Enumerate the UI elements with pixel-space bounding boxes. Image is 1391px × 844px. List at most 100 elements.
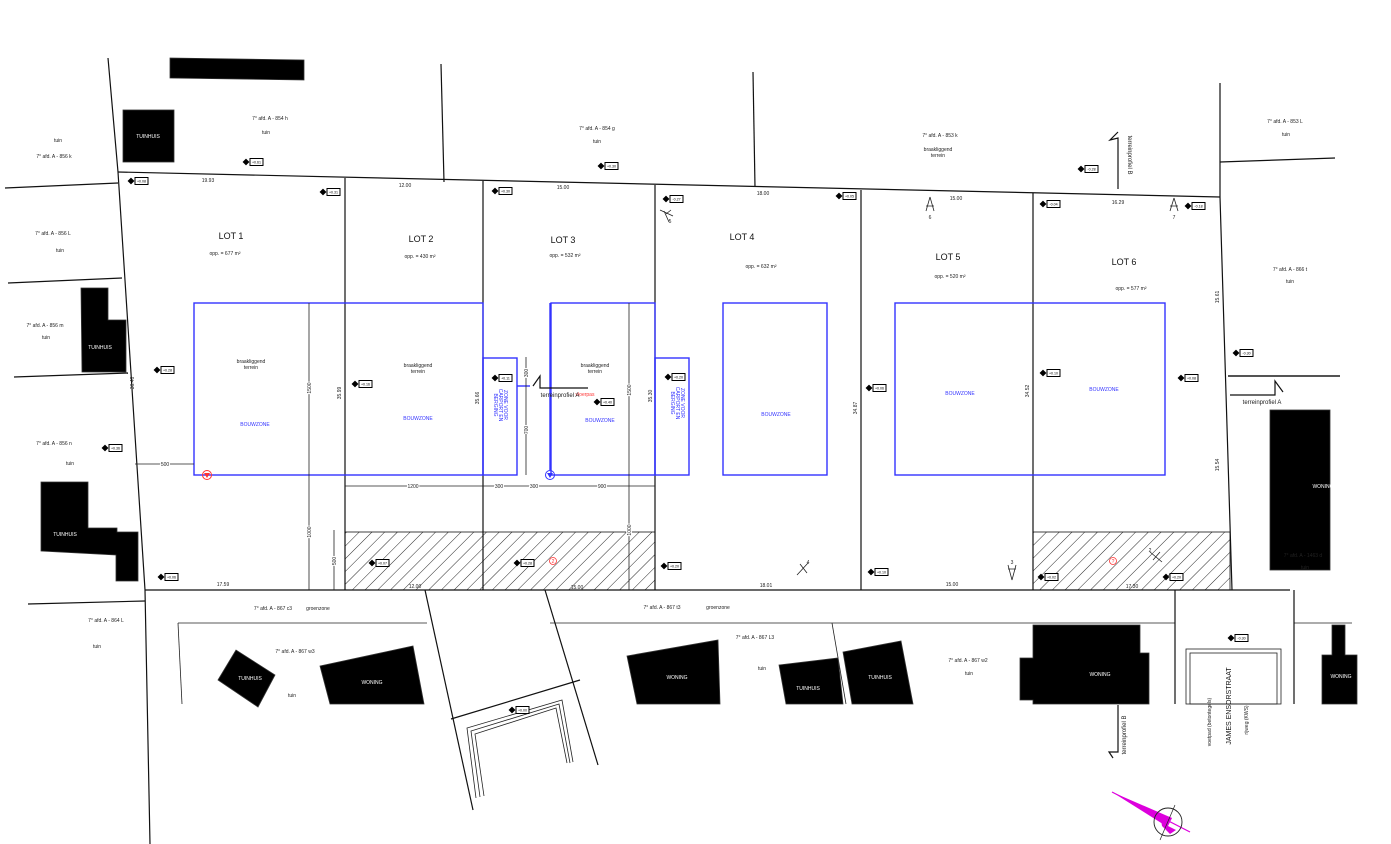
dim: 1500 — [307, 382, 313, 393]
level-value: +0.10 — [1049, 371, 1058, 375]
view-arrow-icon — [659, 209, 674, 223]
survey-point-icon — [368, 559, 376, 567]
land-use: terrein — [931, 153, 945, 159]
carport-zone-label: ZONE VOOR — [679, 388, 685, 418]
building-label: WONING — [1330, 674, 1351, 680]
survey-point-icon — [597, 162, 605, 170]
land-use: tuin — [1282, 132, 1290, 138]
land-use: braakliggend — [924, 147, 953, 153]
level-marker: +0.61 — [242, 158, 264, 166]
level-value: +0.31 — [329, 190, 338, 194]
level-marker: +0.05 — [835, 192, 857, 200]
survey-point-icon — [1039, 200, 1047, 208]
level-marker: +0.30 — [597, 162, 619, 170]
survey-point-icon — [1177, 374, 1185, 382]
svg-text:2: 2 — [552, 559, 555, 565]
level-marker: +0.08 — [127, 177, 149, 185]
level-marker: +0.31 — [319, 188, 341, 196]
red-circle-icon — [549, 557, 557, 565]
frontage: 15.00 — [571, 585, 584, 591]
building-label: TUINHUIS — [868, 675, 892, 681]
dim: 700 — [524, 426, 530, 435]
dim: 1000 — [627, 524, 633, 535]
level-marker: +0.08 — [1177, 374, 1199, 382]
level-marker: +0.20 — [664, 373, 686, 381]
level-value: +0.40 — [603, 400, 612, 404]
lot-title: LOT 3 — [551, 235, 576, 245]
parcel-label: 7° afd. A - 856 L — [35, 231, 71, 237]
survey-point-icon — [867, 568, 875, 576]
land-use: tuin — [56, 248, 64, 254]
hatched-zone-lot6 — [1032, 531, 1231, 591]
view-arrow-icon — [925, 196, 935, 212]
red-circle-icon — [1109, 557, 1117, 565]
building-label: WONING — [223, 69, 244, 75]
dimension-labels: 500 1500 1000 500 1200 300 300 900 300 7… — [160, 368, 634, 567]
survey-point-icon — [513, 559, 521, 567]
land-use: groenzone — [706, 605, 730, 611]
level-value: -0.30 — [1237, 636, 1245, 640]
blue-marker-icon — [545, 470, 555, 480]
level-marker: +0.28 — [513, 559, 535, 567]
level-value: +0.61 — [252, 160, 261, 164]
level-marker: +0.02 — [1037, 573, 1059, 581]
frontage: 18.01 — [760, 583, 773, 589]
building-label: WONING — [1312, 484, 1333, 490]
building-label: WONING — [666, 675, 687, 681]
level-marker: -0.27 — [662, 195, 684, 203]
svg-text:3: 3 — [1011, 560, 1014, 566]
parcel-label: 7° afd. A - 867 t3 — [643, 605, 680, 611]
land-use: tuin — [593, 139, 601, 145]
level-value: +0.16 — [361, 382, 370, 386]
level-marker: +0.28 — [153, 366, 175, 374]
survey-point-icon — [835, 192, 843, 200]
lot-area: opp. = 577 m² — [1116, 286, 1147, 292]
carport-zone-label: CARPORT EN — [497, 389, 503, 422]
vloerpas-label: vloerpas — [576, 392, 595, 398]
parcel-label: 7° afd. A - 853 k — [922, 133, 958, 139]
lot-title: LOT 6 — [1112, 257, 1137, 267]
depth: 35.30 — [648, 390, 654, 403]
profile-label: terreinprofiel B — [1126, 135, 1132, 174]
view-arrow-icon — [1007, 564, 1017, 581]
level-value: +0.08 — [137, 179, 146, 183]
carport-zone-label: BERGING — [492, 393, 498, 416]
survey-point-icon — [865, 384, 873, 392]
depth: 15.61 — [1215, 291, 1221, 304]
land-use: tuin — [42, 335, 50, 341]
level-marker: +0.06 — [157, 573, 179, 581]
sidewalk-label: voetpad (betontegels) — [1207, 697, 1213, 746]
frontage: 17.59 — [217, 582, 230, 588]
view-arrow-icon — [1169, 197, 1179, 212]
carport-zone-label: ZONE VOOR — [502, 390, 508, 420]
profile-label: terreinprofiel B — [1122, 715, 1128, 754]
svg-text:7: 7 — [1173, 215, 1176, 221]
bouwzone-label: BOUWZONE — [240, 422, 270, 428]
frontage-dimensions: 19.93 12.00 15.00 18.00 15.00 16.29 17.5… — [130, 178, 1221, 591]
svg-text:?: ? — [1112, 559, 1115, 565]
survey-point-icon — [1184, 202, 1192, 210]
level-value: +0.20 — [670, 564, 679, 568]
svg-text:6: 6 — [929, 215, 932, 221]
bouwzone-label: BOUWZONE — [761, 412, 791, 418]
lot-labels: LOT 1 opp. = 677 m² LOT 2 opp. = 430 m² … — [210, 231, 1147, 292]
level-marker: +0.07 — [368, 559, 390, 567]
bouwzone-label: BOUWZONE — [945, 391, 975, 397]
land-use: tuin — [1286, 279, 1294, 285]
dim: 500 — [161, 462, 170, 468]
bouwzone-label: BOUWZONE — [585, 418, 615, 424]
hatched-zone-lot2-3 — [344, 531, 656, 591]
level-value: -0.30 — [1242, 351, 1250, 355]
lot-title: LOT 4 — [730, 232, 755, 242]
zone-note: braakliggend — [404, 363, 433, 369]
level-marker: +0.10 — [1039, 369, 1061, 377]
building-label: TUINHUIS — [136, 134, 160, 140]
survey-point-icon — [1077, 165, 1085, 173]
red-marker-icon — [202, 470, 212, 480]
parcel-label: 7° afd. A - 1463 d — [1284, 553, 1323, 559]
frontage: 15.00 — [946, 582, 959, 588]
lot-dividers — [344, 178, 1034, 590]
parcel-label: 7° afd. A - 856 k — [36, 154, 72, 160]
parcel-label: 7° afd. A - 867 L3 — [736, 635, 775, 641]
survey-point-icon — [491, 187, 499, 195]
